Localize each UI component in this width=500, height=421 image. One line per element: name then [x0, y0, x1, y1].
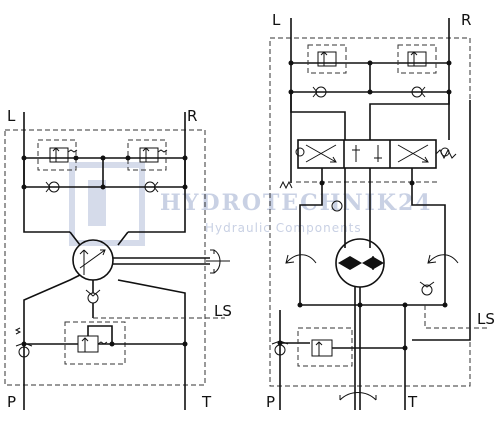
- left-check-valve-b: [144, 181, 159, 193]
- left-port-p-label: P: [7, 393, 16, 411]
- watermark: HYDROTECHNIK24 Hydraulic Components: [69, 162, 433, 246]
- left-port-r-label: R: [187, 107, 197, 125]
- right-port-p-label: P: [266, 393, 275, 411]
- right-main-lines: [290, 18, 450, 140]
- left-junctions-lower: [21, 341, 188, 347]
- left-port-l-label: L: [7, 107, 16, 125]
- watermark-title: HYDROTECHNIK24: [160, 190, 433, 216]
- right-arrow-left: [285, 254, 317, 264]
- right-enclosure: [269, 37, 471, 387]
- left-check-valve-a: [45, 181, 60, 193]
- left-junctions: [21, 155, 188, 190]
- right-port-t-label: T: [407, 393, 418, 411]
- left-line-p: [23, 274, 81, 387]
- right-motor-unit: [335, 238, 385, 410]
- watermark-logo: [69, 162, 145, 246]
- right-spring: [279, 180, 293, 190]
- right-line-t: [404, 100, 471, 410]
- right-directional-valve: [295, 139, 457, 169]
- right-valve-outlets: [299, 168, 446, 305]
- right-port-ls-label: LS: [477, 310, 495, 328]
- right-pressure-valve: [297, 327, 405, 367]
- left-port-ls-label: LS: [214, 302, 232, 320]
- right-bottom-stubs: [279, 140, 292, 410]
- left-relief-valve-a: [37, 139, 78, 171]
- left-line-l: [23, 130, 70, 233]
- right-relief-valve-b: [397, 44, 437, 74]
- left-port-t-label: T: [201, 393, 212, 411]
- watermark-logo-bar: [88, 180, 106, 226]
- left-line-r: [128, 130, 186, 233]
- right-ls-line: [424, 305, 490, 329]
- left-enclosure: [4, 129, 206, 386]
- right-junctions-bottom: [277, 180, 448, 351]
- right-port-l-label: L: [272, 11, 281, 29]
- left-p-check-valve: [14, 327, 33, 358]
- right-arrow-right: [427, 254, 459, 264]
- right-port-r-label: R: [461, 11, 471, 29]
- left-bottom-stubs: [23, 387, 186, 410]
- right-circuit: L R P T LS: [266, 11, 495, 411]
- left-relief-valve-b: [127, 139, 168, 171]
- left-circuit: L R P T LS: [4, 107, 232, 411]
- right-check-valves: [312, 86, 426, 98]
- left-pressure-valve: [24, 321, 185, 365]
- right-valve-feed: [290, 92, 450, 140]
- left-port-stubs: [23, 112, 186, 130]
- left-shuttle-valve: [85, 280, 101, 318]
- right-check-valve-mid: [331, 200, 435, 296]
- watermark-subtitle: Hydraulic Components: [205, 221, 362, 235]
- left-rotary-unit: [69, 231, 230, 281]
- left-bridge: [23, 158, 186, 187]
- left-line-t: [117, 279, 186, 387]
- right-relief-valve-a: [307, 44, 347, 74]
